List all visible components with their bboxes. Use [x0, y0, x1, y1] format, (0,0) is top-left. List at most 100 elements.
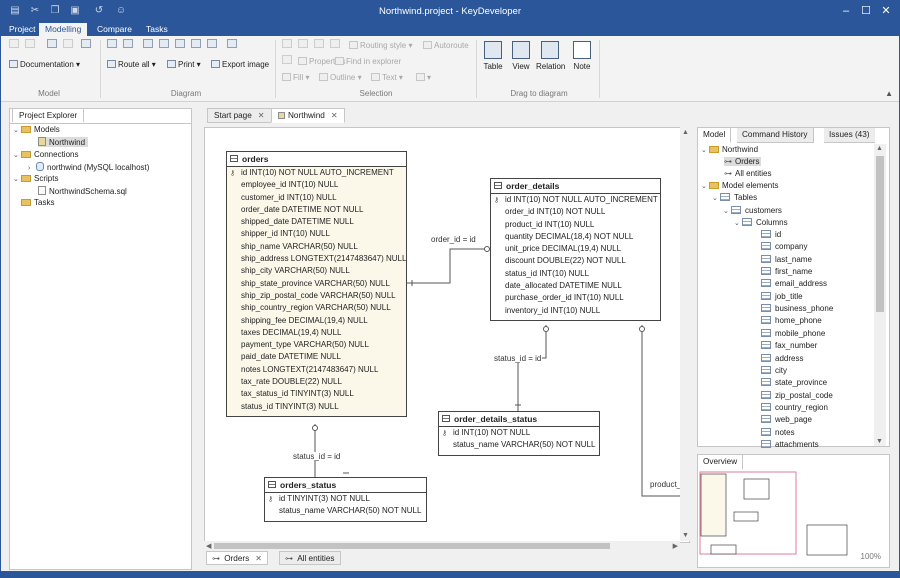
entity-column[interactable]: customer_id INT(10) NULL [241, 192, 337, 202]
collapse-icon[interactable]: ⌄ [701, 183, 707, 190]
menu-project[interactable]: Project [9, 24, 36, 34]
tree-column-item[interactable]: email_address [761, 279, 827, 288]
new-diagram-icon[interactable] [143, 39, 153, 48]
collapse-icon[interactable]: ⌄ [723, 208, 729, 215]
restore-icon[interactable]: ↺ [94, 5, 104, 16]
entity-column[interactable]: order_date DATETIME NOT NULL [241, 204, 364, 214]
tree-script[interactable]: NorthwindSchema.sql [38, 186, 127, 196]
tree-column-item[interactable]: country_region [761, 402, 828, 412]
scroll-right-icon[interactable]: ▶ [672, 543, 678, 550]
entity-orders[interactable]: orders ⚷id INT(10) NOT NULL AUTO_INCREME… [226, 151, 407, 417]
entity-column[interactable]: order_id INT(10) NOT NULL [505, 207, 606, 217]
tree-column-item[interactable]: web_page [761, 415, 812, 424]
scroll-up-icon[interactable]: ▲ [876, 145, 883, 152]
entity-column[interactable]: ship_country_region VARCHAR(50) NULL [241, 303, 391, 313]
menu-compare[interactable]: Compare [97, 24, 132, 34]
entity-column[interactable]: ⚷id INT(10) NOT NULL AUTO_INCREMENT [227, 167, 406, 179]
close-tab-icon[interactable]: ✕ [255, 554, 263, 563]
maximize-icon[interactable]: ☐ [861, 5, 871, 17]
scroll-down-icon[interactable]: ▼ [876, 438, 883, 445]
entity-column[interactable]: quantity DECIMAL(18,4) NOT NULL [505, 231, 634, 241]
documentation-button[interactable]: Documentation ▾ [9, 60, 80, 69]
entity-column[interactable]: ship_address LONGTEXT(2147483647) NULL [241, 254, 407, 264]
tree-column-item[interactable]: fax_number [761, 341, 817, 350]
tree-models[interactable]: ⌄Models [13, 125, 60, 134]
tree-model-elements[interactable]: ⌄Model elements [701, 181, 779, 190]
menu-modelling[interactable]: Modelling [39, 23, 88, 36]
tree-column-item[interactable]: state_province [761, 378, 827, 387]
help-icon[interactable]: ☺ [115, 5, 127, 16]
undo-icon[interactable] [107, 39, 117, 48]
entity-column[interactable]: discount DOUBLE(22) NOT NULL [505, 256, 626, 266]
entity-column[interactable]: purchase_order_id INT(10) NULL [505, 293, 624, 303]
view-button[interactable]: View [507, 41, 535, 71]
tab-start-page[interactable]: Start page✕ [207, 108, 272, 123]
entity-column[interactable]: paid_date DATETIME NULL [241, 352, 341, 362]
tree-column-item[interactable]: address [761, 353, 803, 363]
entity-column[interactable]: ship_zip_postal_code VARCHAR(50) NULL [241, 290, 396, 300]
tree-column-item[interactable]: company [761, 242, 807, 251]
menu-tasks[interactable]: Tasks [146, 24, 168, 34]
canvas-vertical-scrollbar[interactable]: ▲ ▼ [680, 127, 690, 541]
tab-northwind[interactable]: Northwind✕ [271, 108, 345, 123]
entity-column[interactable]: ⚷id INT(10) NOT NULL [439, 427, 599, 439]
model-tree-scrollbar[interactable]: ▲ ▼ [874, 144, 886, 446]
tab-overview[interactable]: Overview [698, 455, 744, 470]
entity-column[interactable]: ship_city VARCHAR(50) NULL [241, 266, 350, 276]
tree-column-item[interactable]: job_title [761, 291, 803, 301]
minimize-icon[interactable]: – [842, 5, 850, 17]
zoom-icon[interactable] [175, 39, 185, 48]
entity-column[interactable]: inventory_id INT(10) NULL [505, 305, 601, 315]
export-image-button[interactable]: Export image [211, 60, 269, 69]
tab-model[interactable]: Model [698, 128, 732, 143]
entity-column[interactable]: payment_type VARCHAR(50) NULL [241, 340, 369, 350]
tree-all-entities[interactable]: ⊶All entities [724, 169, 772, 178]
cut-icon[interactable]: ✂ [30, 5, 40, 16]
relation-button[interactable]: Relation [536, 41, 565, 71]
tree-column-item[interactable]: first_name [761, 267, 812, 276]
close-tab-icon[interactable]: ✕ [330, 111, 338, 120]
entity-column[interactable]: status_name VARCHAR(50) NOT NULL [453, 440, 596, 450]
entity-column[interactable]: ship_name VARCHAR(50) NULL [241, 241, 358, 251]
scroll-up-icon[interactable]: ▲ [682, 129, 689, 136]
overview-minimap[interactable] [698, 470, 891, 568]
tab-all-entities-diagram[interactable]: ⊶All entities [279, 551, 341, 565]
copy-icon[interactable] [47, 39, 57, 48]
entity-column[interactable]: status_name VARCHAR(50) NOT NULL [279, 506, 422, 516]
route-all-button[interactable]: Route all ▾ [107, 60, 156, 69]
tab-command-history[interactable]: Command History [737, 128, 814, 143]
tree-connections[interactable]: ⌄Connections [13, 150, 79, 159]
tab-issues[interactable]: Issues (43) [824, 128, 875, 143]
tree-column-item[interactable]: home_phone [761, 316, 822, 325]
copy-icon[interactable]: ❐ [50, 5, 60, 16]
entity-column[interactable]: ship_state_province VARCHAR(50) NULL [241, 278, 390, 288]
entity-order-details[interactable]: order_details ⚷id INT(10) NOT NULL AUTO_… [490, 178, 661, 321]
tree-column-item[interactable]: notes [761, 427, 795, 437]
tree-column-item[interactable]: last_name [761, 254, 812, 264]
collapse-icon[interactable]: ⌄ [734, 220, 740, 227]
grid-icon[interactable] [81, 39, 91, 48]
entity-column[interactable]: ⚷id INT(10) NOT NULL AUTO_INCREMENT [491, 194, 660, 206]
entity-column[interactable]: shipped_date DATETIME NULL [241, 217, 354, 227]
entity-column[interactable]: shipping_fee DECIMAL(19,4) NULL [241, 315, 368, 325]
entity-column[interactable]: ⚷id TINYINT(3) NOT NULL [265, 493, 426, 505]
paste-icon[interactable]: ▣ [70, 5, 80, 16]
tree-northwind-model[interactable]: Northwind [38, 137, 89, 147]
tab-project-explorer[interactable]: Project Explorer [12, 108, 85, 122]
collapse-icon[interactable]: ⌄ [712, 195, 718, 202]
tree-connection[interactable]: ›northwind (MySQL localhost) [28, 162, 150, 172]
note-button[interactable]: Note [568, 41, 596, 71]
tab-orders-diagram[interactable]: ⊶Orders✕ [206, 551, 269, 565]
entity-column[interactable]: tax_rate DOUBLE(22) NULL [241, 377, 342, 387]
tree-scripts[interactable]: ⌄Scripts [13, 174, 59, 183]
redo-icon[interactable] [123, 39, 133, 48]
tree-column-item[interactable]: id [761, 230, 781, 239]
close-icon[interactable]: ✕ [881, 5, 891, 17]
collapse-icon[interactable]: ⌄ [13, 127, 19, 134]
tree-tables[interactable]: ⌄Tables [712, 193, 758, 202]
tree-customers[interactable]: ⌄customers [723, 206, 782, 215]
entity-order-details-status[interactable]: order_details_status ⚷id INT(10) NOT NUL… [438, 411, 600, 456]
entity-column[interactable]: status_id INT(10) NULL [505, 268, 590, 278]
save-icon[interactable]: ▤ [10, 5, 20, 16]
